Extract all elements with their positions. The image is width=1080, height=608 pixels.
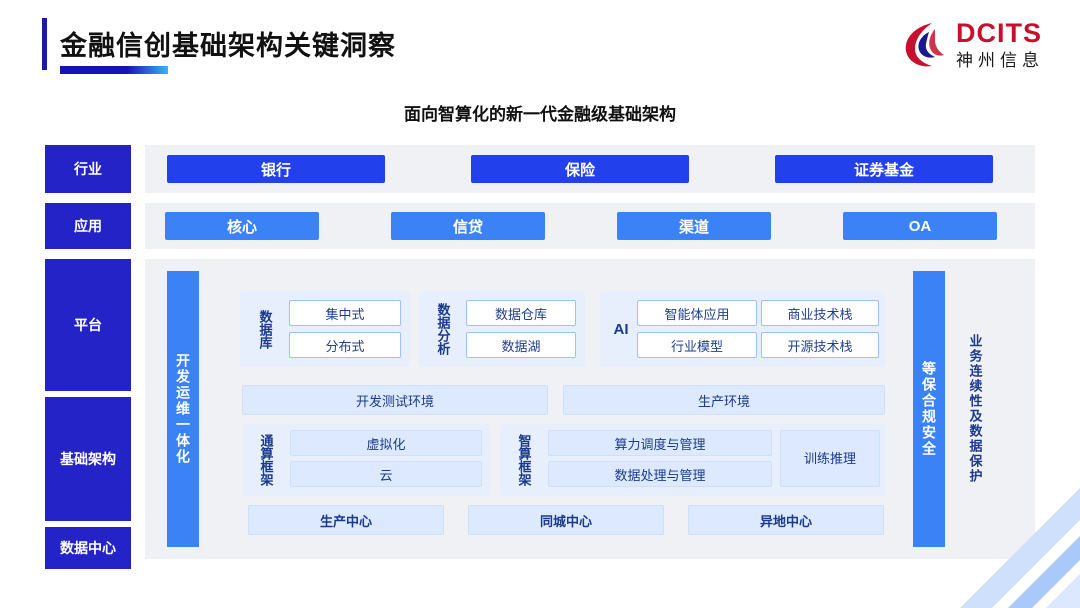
infra-intelligent-compute-label: 智算框架 (516, 434, 532, 486)
page-title: 金融信创基础架构关键洞察 (60, 31, 396, 61)
datacenter-item-production[interactable]: 生产中心 (248, 505, 444, 535)
platform-ai-industry-model[interactable]: 行业模型 (637, 332, 757, 358)
platform-env-dev-test[interactable]: 开发测试环境 (242, 385, 548, 415)
row-label-datacenter: 数据中心 (45, 527, 131, 569)
side-label-devops: 开发运维一体化 (167, 271, 199, 547)
brand-logo: DCITS 神州信息 (902, 20, 1044, 69)
platform-ai-label: AI (613, 320, 629, 338)
platform-env-production[interactable]: 生产环境 (563, 385, 885, 415)
row-label-platform: 平台 (45, 259, 131, 391)
infra-intelligent-data-processing[interactable]: 数据处理与管理 (548, 461, 772, 487)
header-underline (60, 66, 168, 74)
logo-wordmark: DCITS 神州信息 (956, 18, 1044, 70)
logo-en-text: DCITS (956, 18, 1042, 48)
dcits-swoosh-icon (902, 21, 948, 69)
infra-intelligent-train-infer[interactable]: 训练推理 (780, 430, 880, 487)
infra-general-compute-label: 通算框架 (258, 434, 274, 486)
application-item-core[interactable]: 核心 (165, 212, 319, 240)
infra-general-virtualization[interactable]: 虚拟化 (290, 430, 482, 456)
corner-decoration (840, 448, 1080, 608)
diagram-subtitle: 面向智算化的新一代金融级基础架构 (404, 105, 676, 124)
row-label-infrastructure: 基础架构 (45, 397, 131, 521)
platform-database-distributed[interactable]: 分布式 (289, 332, 401, 358)
application-item-channel[interactable]: 渠道 (617, 212, 771, 240)
datacenter-item-remote[interactable]: 异地中心 (688, 505, 884, 535)
industry-item-bank[interactable]: 银行 (167, 155, 385, 183)
header-accent-bar (42, 18, 47, 70)
infra-general-cloud[interactable]: 云 (290, 461, 482, 487)
logo-cn-text: 神州信息 (956, 51, 1044, 70)
application-item-credit[interactable]: 信贷 (391, 212, 545, 240)
industry-item-securities[interactable]: 证券基金 (775, 155, 993, 183)
infra-intelligent-scheduling[interactable]: 算力调度与管理 (548, 430, 772, 456)
platform-ai-agent-app[interactable]: 智能体应用 (637, 300, 757, 326)
platform-ai-commercial-stack[interactable]: 商业技术栈 (761, 300, 879, 326)
platform-database-centralized[interactable]: 集中式 (289, 300, 401, 326)
datacenter-item-metro[interactable]: 同城中心 (468, 505, 664, 535)
platform-analytics-lake[interactable]: 数据湖 (466, 332, 576, 358)
side-label-compliance: 等保合规安全 (913, 271, 945, 547)
platform-analytics-label: 数据分析 (435, 303, 451, 355)
row-label-industry: 行业 (45, 145, 131, 193)
platform-analytics-warehouse[interactable]: 数据仓库 (466, 300, 576, 326)
platform-ai-open-source-stack[interactable]: 开源技术栈 (761, 332, 879, 358)
application-item-oa[interactable]: OA (843, 212, 997, 240)
row-label-application: 应用 (45, 203, 131, 249)
platform-database-label: 数据库 (257, 309, 273, 349)
side-label-continuity: 业务连续性及数据保护 (967, 334, 983, 484)
industry-item-insurance[interactable]: 保险 (471, 155, 689, 183)
